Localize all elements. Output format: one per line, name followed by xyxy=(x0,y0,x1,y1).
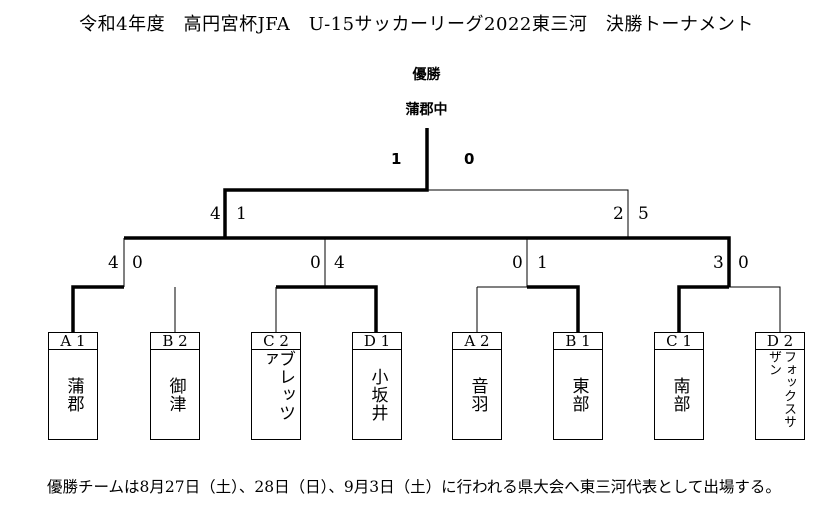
quarter-score: 0 xyxy=(738,253,749,273)
team-name: 小坂井 xyxy=(367,367,388,422)
quarter-score: 0 xyxy=(132,253,143,273)
team-name: フォックスサザン xyxy=(766,350,796,428)
team-seed: D 1 xyxy=(353,333,401,350)
team-box-a2: A 2 音羽 xyxy=(452,332,502,440)
bracket-thin-lines xyxy=(123,189,781,332)
team-box-c2: C 2 ブレッツァ xyxy=(251,332,301,440)
team-box-b1: B 1 東部 xyxy=(553,332,603,440)
bracket-winner-lines xyxy=(71,128,731,332)
page-title: 令和4年度 高円宮杯JFA U-15サッカーリーグ2022東三河 決勝トーナメン… xyxy=(79,14,754,35)
semi-score: 5 xyxy=(638,204,649,224)
semi-score: 2 xyxy=(613,204,624,224)
team-box-c1: C 1 南部 xyxy=(654,332,704,440)
team-name: ブレッツァ xyxy=(258,350,295,422)
semi-score: 1 xyxy=(236,204,247,224)
team-name: 音羽 xyxy=(467,376,488,413)
team-seed: C 2 xyxy=(252,333,300,350)
quarter-score: 0 xyxy=(310,253,321,273)
team-seed: A 2 xyxy=(453,333,501,350)
team-name: 御津 xyxy=(165,376,186,413)
quarter-score: 0 xyxy=(512,253,523,273)
team-name: 東部 xyxy=(568,376,589,413)
team-seed: A 1 xyxy=(49,333,97,350)
final-score-left: 1 xyxy=(391,150,402,168)
team-name: 南部 xyxy=(669,376,690,413)
footer-note: 優勝チームは8月27日（土）、28日（日）、9月3日（土）に行われる県大会へ東三… xyxy=(47,478,781,496)
final-score-right: 0 xyxy=(464,150,475,168)
team-seed: B 1 xyxy=(554,333,602,350)
team-box-a1: A 1 蒲郡 xyxy=(48,332,98,440)
quarter-score: 1 xyxy=(537,253,548,273)
team-box-b2: B 2 御津 xyxy=(150,332,200,440)
team-box-d1: D 1 小坂井 xyxy=(352,332,402,440)
team-seed: C 1 xyxy=(655,333,703,350)
champion-team: 蒲郡中 xyxy=(405,102,448,118)
champion-label: 優勝 xyxy=(412,67,441,83)
team-seed: D 2 xyxy=(756,333,804,350)
team-name: 蒲郡 xyxy=(63,376,84,413)
team-box-d2: D 2 フォックスサザン xyxy=(755,332,805,440)
quarter-score: 4 xyxy=(108,253,119,273)
team-seed: B 2 xyxy=(151,333,199,350)
quarter-score: 4 xyxy=(334,253,345,273)
quarter-score: 3 xyxy=(713,253,724,273)
semi-score: 4 xyxy=(210,204,221,224)
